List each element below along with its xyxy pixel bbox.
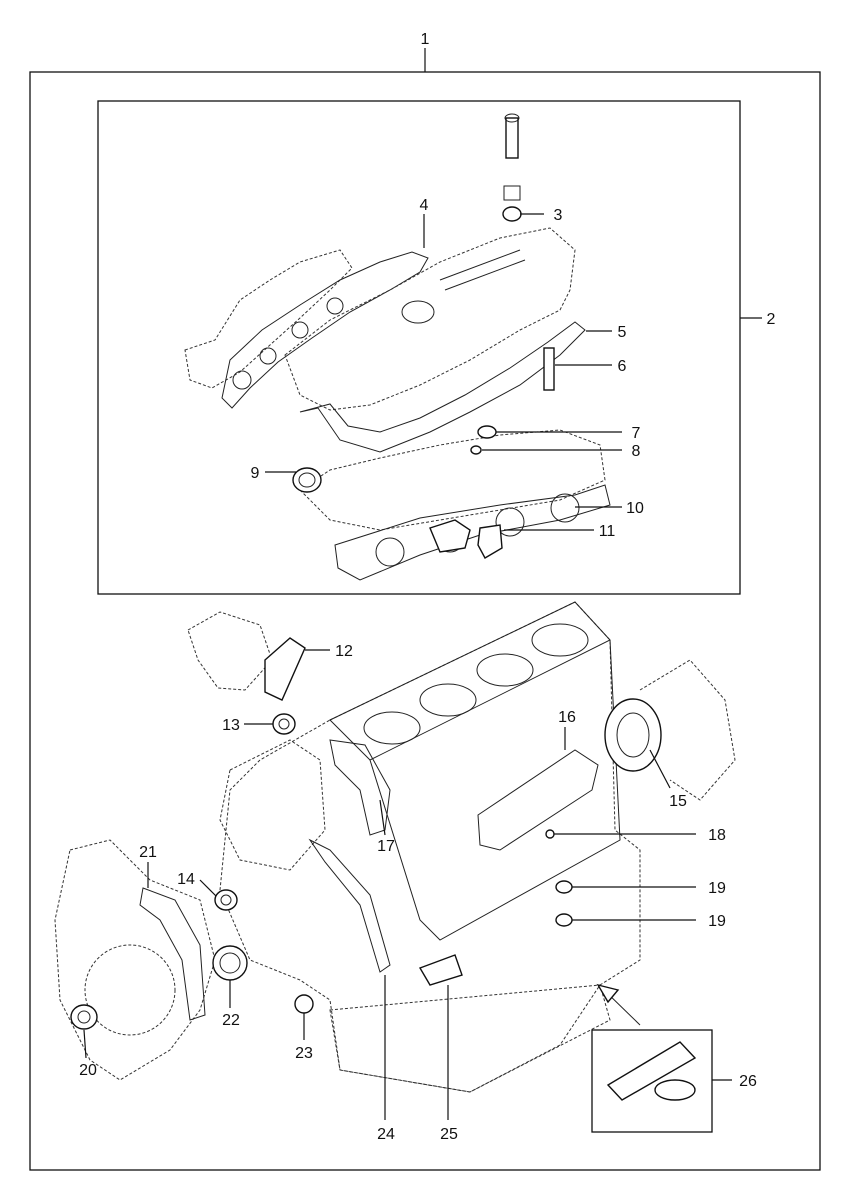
callout-12: 12: [335, 643, 353, 660]
callout-25: 25: [440, 1126, 458, 1143]
callout-19-upper: 19: [708, 880, 726, 897]
callout-3: 3: [554, 207, 563, 224]
callout-17: 17: [377, 838, 395, 855]
callout-20: 20: [79, 1062, 97, 1079]
callout-9: 9: [251, 465, 260, 482]
cylinder-block-assembly-drawing: [54, 601, 736, 1133]
callout-15: 15: [669, 793, 687, 810]
callout-10: 10: [626, 500, 644, 517]
callout-1: 1: [421, 31, 430, 48]
callout-21: 21: [139, 844, 157, 861]
callout-26: 26: [739, 1073, 757, 1090]
inner-frame: [97, 100, 741, 595]
callout-16: 16: [558, 709, 576, 726]
callout-7: 7: [632, 425, 641, 442]
callouts-lower: [83, 649, 732, 1120]
callout-8: 8: [632, 443, 641, 460]
callout-6: 6: [618, 358, 627, 375]
callout-19-lower: 19: [708, 913, 726, 930]
callout-14: 14: [177, 871, 195, 888]
outer-frame: [29, 71, 821, 1171]
callout-5: 5: [618, 324, 627, 341]
callout-24: 24: [377, 1126, 395, 1143]
callouts-upper: [265, 213, 622, 531]
callout-11: 11: [599, 523, 616, 540]
cylinder-head-assembly-drawing: [184, 113, 611, 581]
callout-18: 18: [708, 827, 726, 844]
callout-23: 23: [295, 1045, 313, 1062]
callout-2: 2: [767, 311, 776, 328]
callout-13: 13: [222, 717, 240, 734]
callout-22: 22: [222, 1012, 240, 1029]
callout-4: 4: [420, 197, 429, 214]
